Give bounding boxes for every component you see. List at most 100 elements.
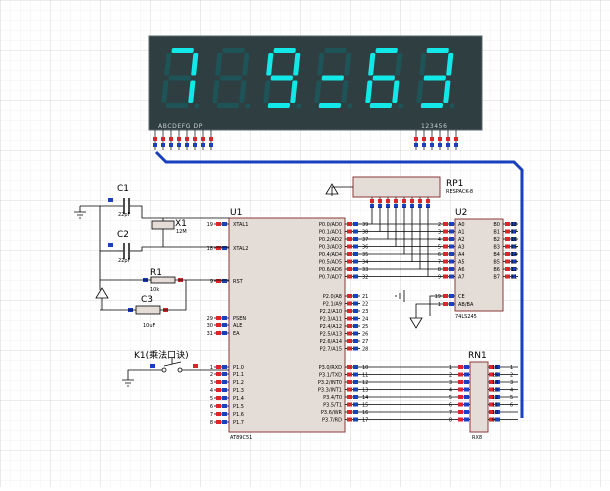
u1-pin-number: 26	[362, 332, 368, 338]
rp1-power-arrow	[325, 183, 339, 195]
u1-pin-number: 11	[362, 373, 368, 379]
rn1-bus-label: 3	[510, 380, 513, 386]
display-pins	[153, 130, 458, 150]
u1-pin-number: 21	[362, 294, 368, 300]
u2-pin-name: CE	[458, 294, 465, 300]
u2-pin-number: 2	[438, 222, 441, 228]
u1-pin-number: 37	[362, 237, 368, 243]
u1-pin-name: PSEN	[233, 316, 246, 322]
segment-f	[368, 53, 376, 76]
u2-pin-name: A3	[458, 245, 465, 251]
segment-f	[164, 53, 172, 76]
u2-ref: U2	[455, 208, 467, 218]
u2-pin-name: B4	[493, 252, 500, 258]
display-bezel	[148, 35, 483, 131]
rn1-pin-number: 14	[492, 380, 498, 386]
c3-value: 10uF	[143, 323, 156, 329]
u1-pin-name: ALE	[233, 323, 242, 329]
seven-segment-display[interactable]: ABCDEFG DP 123456	[148, 35, 483, 150]
rn1-pin-4: 4	[449, 387, 470, 394]
u2-pin-number: 8	[438, 267, 441, 273]
segment-dp	[245, 103, 251, 109]
u1-pin-number: 3	[210, 380, 213, 386]
signal-wires	[360, 207, 455, 420]
rn1-pin-15: 15	[488, 372, 518, 379]
u1-body	[228, 217, 346, 433]
rn1-pin-number: 12	[492, 395, 498, 401]
segment-g	[270, 75, 293, 81]
segment-d	[267, 103, 291, 108]
u1-pin-name: P0.5/AD5	[319, 260, 342, 266]
u1-pin-name: P3.5/T1	[323, 403, 342, 409]
k1-pushbutton[interactable]: K1(乘法口诀)	[122, 349, 229, 387]
segment-d	[420, 103, 444, 108]
segment-b	[191, 53, 199, 76]
segment-f	[215, 53, 223, 76]
c1-ref: C1	[117, 184, 129, 194]
u1-pin-number: 25	[362, 324, 368, 330]
u2-pin-number: 5	[438, 245, 441, 251]
u1-pin-number: 31	[207, 331, 213, 337]
c3-ref: C3	[141, 295, 153, 305]
rp1-resistor-pack[interactable]: RP1 RESPACK-8	[325, 176, 473, 208]
rn1-pin-number: 1	[449, 365, 452, 371]
rp1-ref: RP1	[446, 179, 463, 189]
digit-4	[314, 48, 353, 109]
u1-pin-number: 27	[362, 339, 368, 345]
rn1-pin-13: 13	[488, 387, 518, 394]
rn1-pin-number: 3	[449, 380, 452, 386]
u1-pin-name: P0.2/AD2	[319, 237, 342, 243]
u2-pin-number: 17	[511, 230, 517, 236]
u2-pin-number: 13	[511, 260, 517, 266]
rn1-pin-1: 1	[449, 365, 470, 371]
segment-b	[344, 53, 352, 76]
u1-pin-number: 5	[210, 396, 213, 402]
rn1-pin-number: 16	[492, 365, 498, 371]
segment-b	[242, 53, 250, 76]
u1-pin-name: P2.7/A15	[320, 347, 342, 353]
segment-g	[372, 75, 395, 81]
u2-pin-name: B1	[493, 230, 500, 236]
segment-e	[416, 80, 424, 103]
u2-pin-number: 19	[435, 294, 441, 300]
oscillator-circuit[interactable]: C1 22pF C2 22pF X1 12M R1 10k C3 10uF	[74, 184, 229, 329]
segment-e	[263, 80, 271, 103]
u2-pin-number: 3	[438, 230, 441, 236]
segment-e	[314, 80, 322, 103]
u1-pin-number: 33	[362, 267, 368, 273]
rn1-pin-number: 8	[449, 418, 452, 424]
segment-dp	[449, 103, 455, 109]
blue-bus-wire	[154, 150, 524, 418]
u2-pin-number: 1	[438, 302, 441, 308]
u1-pin-number: 15	[362, 403, 368, 409]
rn1-pin-number: 4	[449, 388, 452, 394]
rn1-pin-6: 6	[449, 402, 470, 409]
rn1-body	[469, 361, 489, 433]
u1-pin-15: 15 P3.5/T1	[323, 402, 368, 409]
segment-g	[219, 75, 242, 81]
u2-pin-name: B7	[493, 275, 500, 281]
rn1-pin-number: 7	[449, 410, 452, 416]
rn1-pin-3: 3	[449, 380, 470, 386]
rn1-pin-number: 6	[449, 403, 452, 409]
rn1-pin-number: 13	[492, 388, 498, 394]
rn1-bus-label: 2	[510, 373, 513, 379]
rn1-pin-16: 16	[488, 365, 518, 371]
segment-a	[273, 48, 296, 53]
rn1-pin-number: 2	[449, 373, 452, 379]
